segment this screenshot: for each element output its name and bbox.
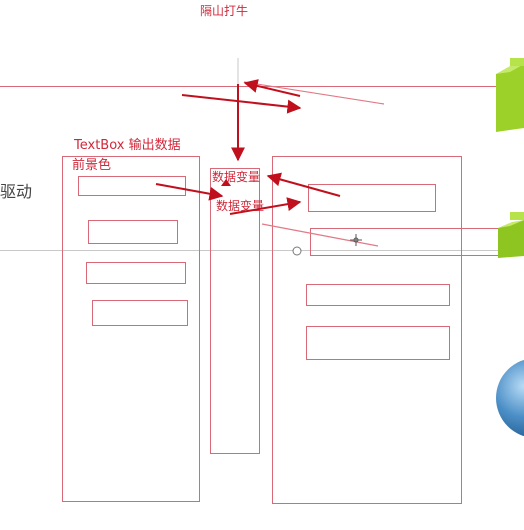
left-textbox-4 [92, 300, 188, 326]
left-panel [62, 156, 200, 502]
left-textbox-1 [78, 176, 186, 196]
left-partial-text: 驱动 [0, 182, 33, 201]
arrow-top-right [181, 94, 302, 114]
left-textbox-2 [88, 220, 178, 244]
arrow-left-to-middle [155, 183, 224, 201]
left-textbox-3 [86, 262, 186, 284]
crosshair-cursor-icon [350, 234, 362, 246]
arrow-top-left [243, 81, 385, 105]
green-block-small-icon [498, 212, 524, 258]
textbox-caption: TextBox 输出数据 [74, 138, 181, 153]
right-textbox-1 [308, 184, 436, 212]
arrow-top-left-bold [243, 79, 301, 97]
arrow-middle-to-right [229, 197, 302, 215]
green-block-icon [496, 58, 524, 132]
foreground-caption: 前景色 [72, 158, 112, 173]
right-textbox-3 [306, 284, 450, 306]
data-change-label-1: 数据变量 [212, 170, 261, 184]
middle-panel [210, 168, 260, 454]
arrow-right-to-middle [266, 172, 341, 197]
arrow-thin-right [261, 223, 379, 247]
right-textbox-4 [306, 326, 450, 360]
author-caption: 隔山打牛 [200, 4, 249, 18]
triangle-marker [221, 179, 231, 186]
right-panel [272, 156, 462, 504]
blue-sphere-icon [496, 359, 524, 437]
horizontal-guideline [0, 250, 524, 251]
guide-handle-icon [292, 246, 302, 256]
